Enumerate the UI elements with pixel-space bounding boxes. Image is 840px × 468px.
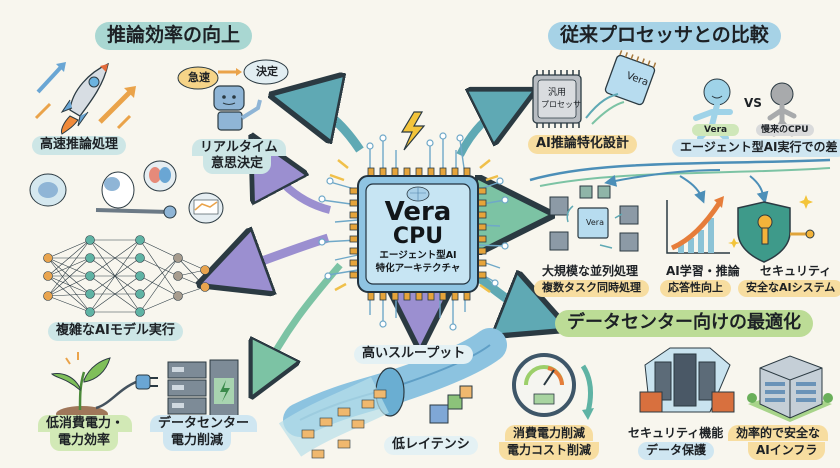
runner-vera-label: Vera — [692, 124, 740, 137]
growth-chart-icon — [666, 196, 730, 254]
feature-ai-learning-title: AI学習・推論 — [666, 264, 740, 278]
section-title-inference: 推論効率の向上 — [95, 22, 253, 50]
label-security-features-line1: セキュリティ機能 — [628, 426, 724, 440]
legacy-cpu-runner-icon — [767, 82, 797, 137]
label-low-latency: 低レイテンシ — [384, 436, 478, 455]
cpu-title-vera: Vera — [384, 197, 452, 227]
label-security-features-line2: データ保護 — [638, 442, 715, 460]
building-icon — [747, 355, 833, 422]
parallel-chips-icon — [549, 185, 639, 252]
arrow-to-comparison — [456, 100, 515, 157]
section-title-comparison: 従来プロセッサとの比較 — [548, 22, 781, 50]
runner-legacy-label: 慢来のCPU — [756, 124, 814, 137]
cpu-subtitle-line2: 特化アーキテクチャ — [375, 263, 461, 274]
label-fast-inference: 高速推論処理 — [32, 136, 127, 155]
gauge-icon — [512, 353, 594, 420]
label-realtime-line2: 意思決定 — [203, 155, 272, 174]
brain-icon — [406, 186, 430, 202]
cpu-title-cpu: CPU — [392, 224, 444, 249]
general-processor-label-line2: プロセッサ — [541, 100, 581, 109]
firewall-servers-icon — [639, 347, 735, 413]
feature-security-sub: 安全なAIシステム — [738, 280, 840, 297]
label-high-throughput: 高いスループット — [354, 345, 474, 364]
thinking-head-icon — [29, 160, 224, 224]
section-title-datacenter: データセンター向けの最適化 — [555, 310, 813, 337]
vs-label: VS — [744, 96, 762, 110]
feature-security-title: セキュリティ — [760, 264, 832, 278]
lightning-icon — [400, 111, 426, 151]
label-agentic-ai-diff: エージェント型AI実行での差 — [672, 139, 840, 157]
label-datacenter-power-line1: データセンター — [150, 415, 258, 432]
bubble-rapid: 急速 — [188, 71, 210, 84]
label-ai-inference-design: AI推論特化設計 — [528, 135, 637, 154]
vera-chip-flying-icon — [604, 50, 657, 106]
bubble-decision: 決定 — [256, 65, 278, 78]
feature-parallel-title: 大規模な並列処理 — [542, 264, 639, 278]
label-low-power-line2: 電力効率 — [50, 432, 119, 451]
feature-ai-learning-sub: 応答性向上 — [660, 280, 731, 297]
label-power-reduction-line1: 消費電力削減 — [505, 425, 594, 441]
parallel-vera-chip-label: Vera — [586, 218, 604, 227]
robot-icon — [177, 59, 289, 131]
label-power-reduction-line2: 電力コスト削減 — [499, 442, 600, 460]
shield-key-icon — [728, 195, 815, 263]
feature-parallel-sub: 複数タスク同時処理 — [534, 280, 649, 297]
label-low-power-line1: 低消費電力・ — [38, 415, 133, 432]
general-processor-label-line1: 汎用 — [548, 88, 567, 98]
label-complex-ai-models: 複雑なAIモデル実行 — [48, 322, 183, 341]
label-datacenter-power-line2: 電力削減 — [163, 432, 232, 451]
label-efficient-infra-line2: AIインフラ — [748, 442, 826, 460]
vera-runner-icon — [693, 78, 733, 141]
rocket-icon — [34, 62, 136, 135]
general-processor-chip-icon — [532, 70, 582, 128]
arrow-to-realtime — [295, 100, 364, 153]
neural-network-icon — [43, 235, 210, 317]
label-realtime-line1: リアルタイム — [192, 139, 286, 156]
label-efficient-infra-line1: 効率的で安全な — [728, 425, 829, 441]
server-rack-icon — [167, 359, 239, 417]
cpu-subtitle-line1: エージェント型AI — [379, 250, 457, 261]
arrow-to-neural — [222, 238, 330, 276]
